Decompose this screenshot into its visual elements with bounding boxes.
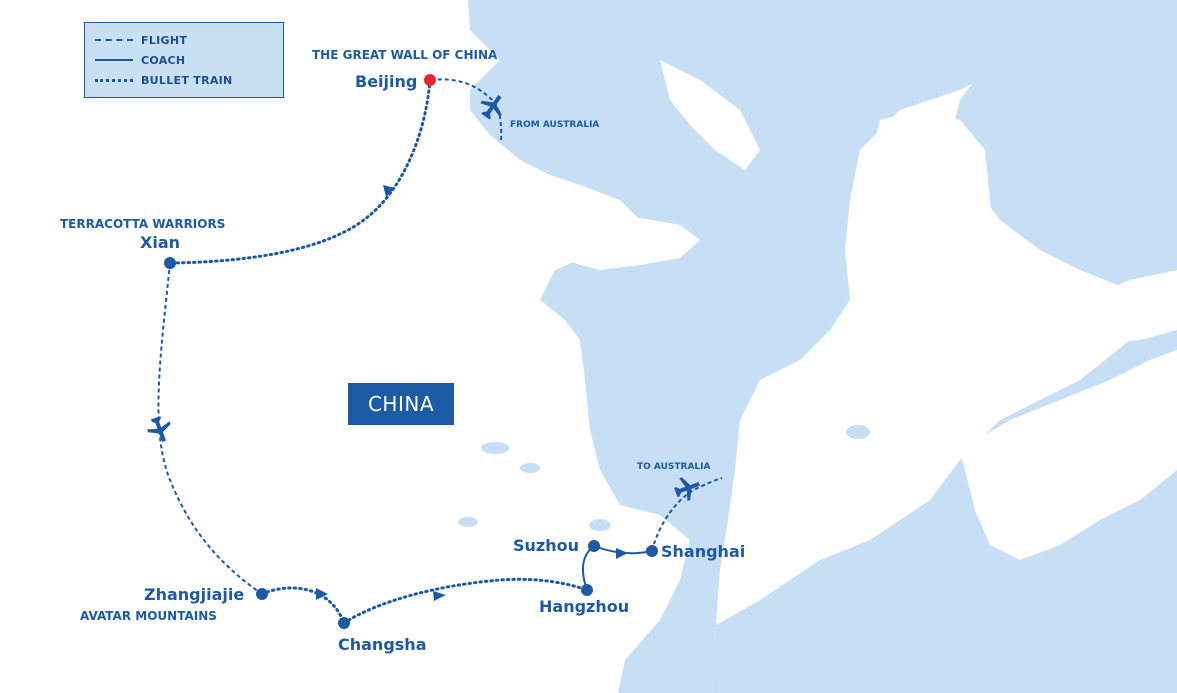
train-changsha-hangzhou <box>342 577 589 625</box>
lake-tai <box>589 519 611 531</box>
flight-line-swatch <box>95 39 133 41</box>
sight-label-avatar-mountains: AVATAR MOUNTAINS <box>80 609 217 623</box>
flight-xian-zhangjiajie <box>157 262 263 595</box>
arrowhead-icon <box>616 548 628 559</box>
flight-to-australia <box>651 477 723 552</box>
airplane-icon <box>674 477 700 501</box>
shandong-peninsula <box>560 218 700 270</box>
suzhou-marker <box>588 540 600 552</box>
coach-line-swatch <box>95 59 133 61</box>
legend-item-bullet-train: BULLET TRAIN <box>95 70 283 90</box>
note-from-australia: FROM AUSTRALIA <box>510 120 600 130</box>
legend-item-coach: COACH <box>95 50 283 70</box>
airplane-icon <box>147 416 171 442</box>
city-label-changsha: Changsha <box>338 635 427 654</box>
lake-gaoyou <box>520 463 540 473</box>
korea-peninsula <box>855 110 995 375</box>
liaodong-bay <box>540 0 650 110</box>
legend-label: BULLET TRAIN <box>141 73 233 87</box>
sea-areas <box>458 0 1177 693</box>
japan-kyushu <box>960 350 1177 560</box>
arrowhead-icon <box>316 588 328 600</box>
city-label-shanghai: Shanghai <box>661 542 746 561</box>
flight-from-australia <box>429 78 503 141</box>
train-beijing-xian <box>168 78 432 265</box>
yellow-sea <box>468 0 1000 693</box>
sight-label-great-wall: THE GREAT WALL OF CHINA <box>312 48 498 62</box>
changsha-marker <box>338 617 350 629</box>
lake-hongze <box>481 442 509 454</box>
city-markers <box>164 257 658 629</box>
map-legend: FLIGHT COACH BULLET TRAIN <box>84 22 284 98</box>
note-to-australia: TO AUSTRALIA <box>637 462 711 472</box>
japan-honshu <box>1080 270 1177 345</box>
train-line-swatch <box>95 78 133 82</box>
city-label-hangzhou: Hangzhou <box>539 597 630 616</box>
hangzhou-marker <box>581 584 593 596</box>
legend-label: FLIGHT <box>141 33 188 47</box>
city-label-xian: Xian <box>140 233 181 252</box>
routes <box>157 78 723 625</box>
arrowhead-icon <box>433 591 446 601</box>
zhangjiajie-marker <box>256 588 268 600</box>
xian-marker <box>164 257 176 269</box>
liaodong-peninsula <box>660 60 760 170</box>
arrowhead-icon <box>383 185 395 197</box>
sight-label-terracotta: TERRACOTTA WARRIORS <box>60 217 226 231</box>
beijing-marker <box>424 74 436 86</box>
planes <box>147 95 700 501</box>
legend-label: COACH <box>141 53 186 67</box>
airplane-icon <box>480 95 502 120</box>
city-label-suzhou: Suzhou <box>513 536 579 555</box>
city-label-beijing: Beijing <box>355 72 418 91</box>
train-zhangjiajie-changsha <box>260 586 346 625</box>
legend-item-flight: FLIGHT <box>95 30 283 50</box>
arrowheads <box>316 185 628 601</box>
jeju-sea <box>846 425 870 439</box>
city-label-zhangjiajie: Zhangjiajie <box>144 585 245 604</box>
lake-chao <box>458 517 478 527</box>
shanghai-marker <box>646 545 658 557</box>
country-label: CHINA <box>348 383 454 425</box>
coach-hangzhou-suzhou <box>581 545 595 591</box>
